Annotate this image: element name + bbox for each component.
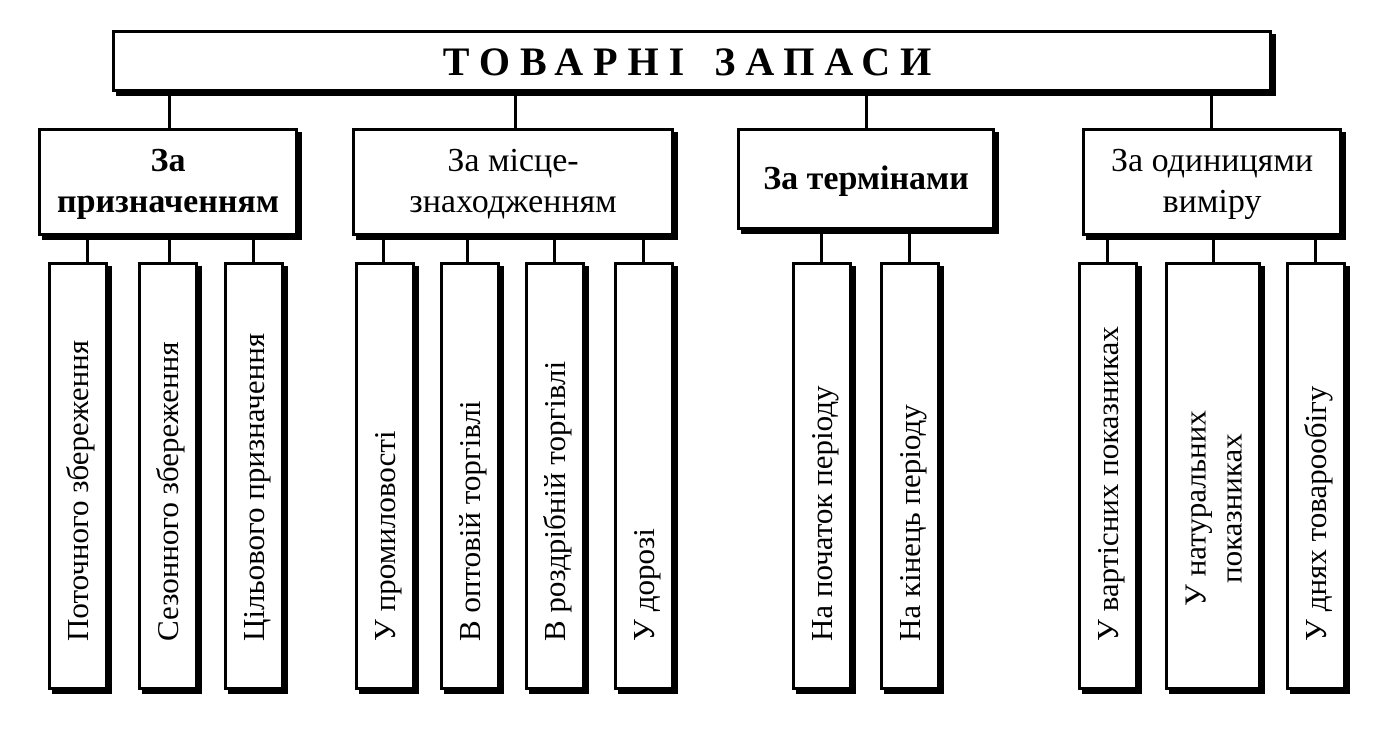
leaf-label: Цільового призначення xyxy=(236,333,272,642)
connector-line xyxy=(86,236,89,264)
leaf-box: У дорозі xyxy=(614,262,674,690)
connector-line xyxy=(1106,236,1109,264)
leaf-box: Цільового призначення xyxy=(224,262,284,690)
connector-line xyxy=(252,236,255,264)
leaf-box: У натуральних показниках xyxy=(1165,262,1261,690)
leaf-label: У натуральних xyxy=(1177,410,1213,606)
connector-line xyxy=(466,236,469,264)
category-box-terms: За термінами xyxy=(737,128,995,230)
connector-line xyxy=(1212,236,1215,264)
category-label-line: За термінами xyxy=(763,159,969,197)
category-label-line: призначенням xyxy=(57,183,279,220)
connector-line xyxy=(908,230,911,264)
leaf-box: В оптовій торгівлі xyxy=(440,262,500,690)
connector-line xyxy=(865,92,868,129)
leaf-label: В роздрібній торгівлі xyxy=(537,361,573,642)
leaf-box: У промиловості xyxy=(355,262,415,690)
category-label-line: За xyxy=(150,142,186,180)
leaf-label: На кінець періоду xyxy=(892,404,928,642)
leaf-label: Поточного збереження xyxy=(60,340,96,642)
connector-line xyxy=(168,236,171,264)
category-label-line: За одиницями xyxy=(1110,142,1314,180)
leaf-label: У вартісних показниках xyxy=(1090,326,1126,642)
leaf-box: В роздрібній торгівлі xyxy=(525,262,585,690)
leaf-box: Сезонного збереження xyxy=(138,262,198,690)
connector-line xyxy=(820,230,823,264)
leaf-box: Поточного збереження xyxy=(48,262,108,690)
leaf-label: У промиловості xyxy=(367,430,403,642)
leaf-box: У днях товарообігу xyxy=(1286,262,1346,690)
category-label-line: виміру xyxy=(1162,183,1262,220)
category-box-purpose: За призначенням xyxy=(38,128,298,236)
connector-line xyxy=(1210,92,1213,129)
leaf-label: У днях товарообігу xyxy=(1298,386,1334,642)
connector-line xyxy=(514,92,517,129)
leaf-box: На кінець періоду xyxy=(880,262,940,690)
leaf-label: На початок періоду xyxy=(804,385,840,642)
diagram-title: ТОВАРНІ ЗАПАСИ xyxy=(442,38,942,84)
category-label-line: За місце- xyxy=(447,142,579,180)
title-box: ТОВАРНІ ЗАПАСИ xyxy=(112,30,1272,92)
leaf-box: На початок періоду xyxy=(792,262,852,690)
leaf-box: У вартісних показниках xyxy=(1078,262,1138,690)
category-box-units: За одиницями виміру xyxy=(1082,128,1342,236)
connector-line xyxy=(1314,236,1317,264)
leaf-label: Сезонного збереження xyxy=(150,341,186,642)
category-label-line: знаходженням xyxy=(409,183,617,220)
connector-line xyxy=(382,236,385,264)
connector-line xyxy=(168,92,171,129)
leaf-label: В оптовій торгівлі xyxy=(452,400,488,642)
leaf-label: показниках xyxy=(1213,433,1248,583)
connector-line xyxy=(553,236,556,264)
leaf-label: У дорозі xyxy=(626,528,662,642)
category-box-location: За місце- знаходженням xyxy=(352,128,674,236)
connector-line xyxy=(642,236,645,264)
